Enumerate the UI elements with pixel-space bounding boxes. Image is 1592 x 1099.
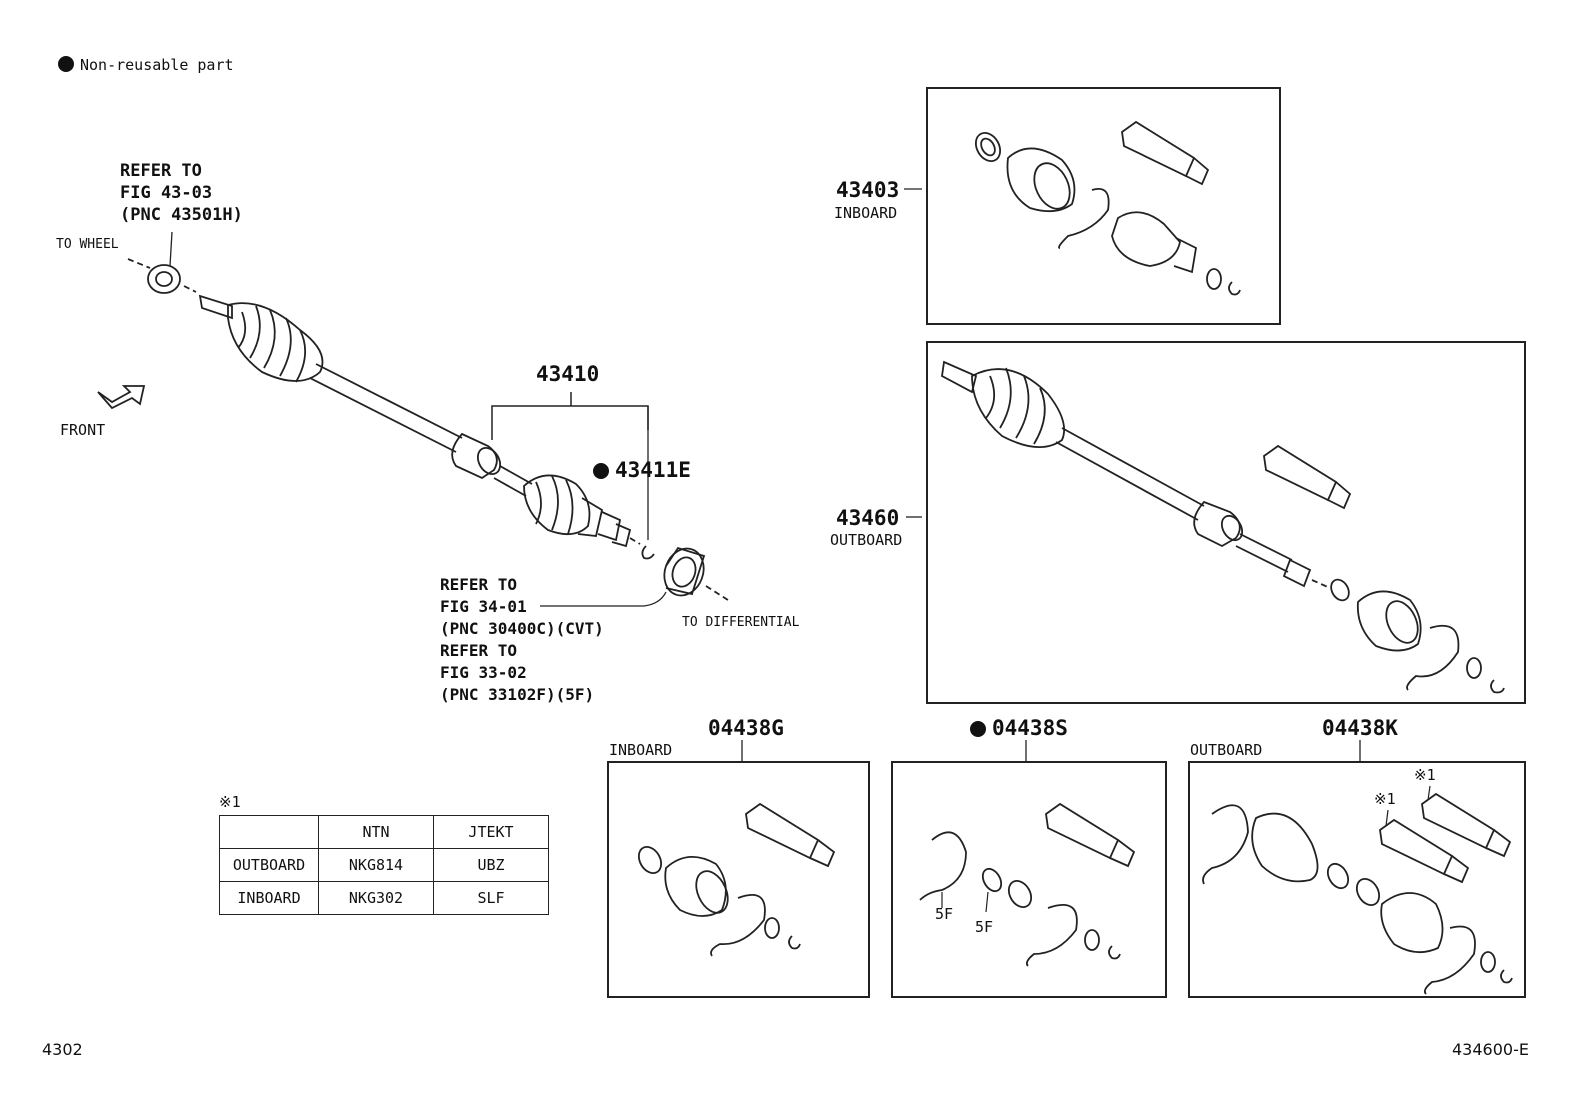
inboard-boot <box>523 474 632 548</box>
kit-43403-drawing <box>904 120 1241 296</box>
diff-ref-line-3: (PNC 30400C)(CVT) <box>440 619 604 638</box>
grease-tube-43460 <box>1263 444 1352 510</box>
kit-04438K-side: OUTBOARD <box>1190 741 1263 759</box>
kit-04438G-drawing <box>637 740 836 957</box>
part-number-04438S: 04438S <box>970 716 1068 740</box>
table-header-row: NTN JTEKT <box>219 815 549 849</box>
kit-43460-side: OUTBOARD <box>830 531 903 549</box>
table-cell: OUTBOARD <box>219 848 319 882</box>
non-reusable-dot-icon <box>593 463 609 479</box>
table-header-cell: JTEKT <box>433 815 549 849</box>
wheel-ref-line-1: REFER TO <box>120 161 202 181</box>
main-drive-shaft-drawing <box>97 231 729 607</box>
diff-ref-line-6: (PNC 33102F)(5F) <box>440 685 595 704</box>
kit-43403-box <box>926 87 1281 325</box>
table-cell: INBOARD <box>219 881 319 915</box>
part-number-04438G: 04438G <box>708 716 784 740</box>
legend-text: Non-reusable part <box>80 56 234 74</box>
part-number-04438K: 04438K <box>1322 716 1398 740</box>
differential-reference: REFER TO FIG 34-01 (PNC 30400C)(CVT) REF… <box>440 574 604 706</box>
snap-ring-number: 43411E <box>615 458 691 482</box>
table-header-cell <box>219 815 319 849</box>
footer-right-code: 434600-E <box>1452 1040 1529 1059</box>
note-mark: ※1 <box>1374 790 1396 808</box>
kit-04438S-drawing <box>919 740 1136 967</box>
part-number-43403: 43403 <box>836 178 900 202</box>
variant-label-5f: 5F <box>975 918 994 936</box>
wheel-ref-line-2: FIG 43-03 <box>120 183 213 203</box>
kit-04438K-box <box>1188 761 1526 998</box>
note-mark: ※1 <box>1414 766 1436 784</box>
front-arrow <box>97 385 146 410</box>
to-differential-label: TO DIFFERENTIAL <box>682 615 800 630</box>
diff-ref-line-1: REFER TO <box>440 575 518 594</box>
legend: Non-reusable part <box>58 56 234 74</box>
table-note-mark: ※1 <box>219 793 241 811</box>
table-cell: NKG302 <box>318 881 434 915</box>
table-row: OUTBOARD NKG814 UBZ <box>219 848 549 882</box>
to-wheel-leader <box>127 258 151 269</box>
wheel-reference: REFER TO FIG 43-03 (PNC 43501H) <box>120 160 243 226</box>
kit-43460-box <box>926 341 1526 704</box>
wheel-nut <box>147 264 181 294</box>
snap-ring-43411E <box>641 545 655 560</box>
kit-43460-drawing <box>906 360 1505 694</box>
diff-ref-line-2: FIG 34-01 <box>440 597 527 616</box>
footer-left-code: 4302 <box>42 1040 83 1059</box>
variant-label-5f: 5F <box>935 905 954 923</box>
kit-04438G-side: INBOARD <box>609 741 673 759</box>
to-wheel-label: TO WHEEL <box>56 237 119 252</box>
grease-tube-43403 <box>1121 120 1210 186</box>
kit-04438G-box <box>607 761 870 998</box>
part-number-43410: 43410 <box>536 362 600 386</box>
table-cell: NKG814 <box>318 848 434 882</box>
diff-ref-line-4: REFER TO <box>440 641 518 660</box>
part-number-43460: 43460 <box>836 506 900 530</box>
differential-oil-seal <box>663 546 706 597</box>
table-cell: SLF <box>433 881 549 915</box>
kit-43403-side: INBOARD <box>834 204 898 222</box>
outboard-boot <box>227 302 324 383</box>
table-header-cell: NTN <box>318 815 434 849</box>
non-reusable-dot-icon <box>970 721 986 737</box>
kit-04438S-number: 04438S <box>992 716 1068 740</box>
wheel-ref-line-3: (PNC 43501H) <box>120 205 243 225</box>
kit-04438K-drawing <box>1202 740 1513 995</box>
kit-04438S-box <box>891 761 1167 998</box>
non-reusable-dot-icon <box>58 56 74 72</box>
supplier-table: NTN JTEKT OUTBOARD NKG814 UBZ INBOARD NK… <box>219 815 549 915</box>
table-cell: UBZ <box>433 848 549 882</box>
front-label: FRONT <box>60 421 106 439</box>
table-row: INBOARD NKG302 SLF <box>219 881 549 915</box>
diff-ref-line-5: FIG 33-02 <box>440 663 527 682</box>
part-number-43411E: 43411E <box>593 458 691 482</box>
